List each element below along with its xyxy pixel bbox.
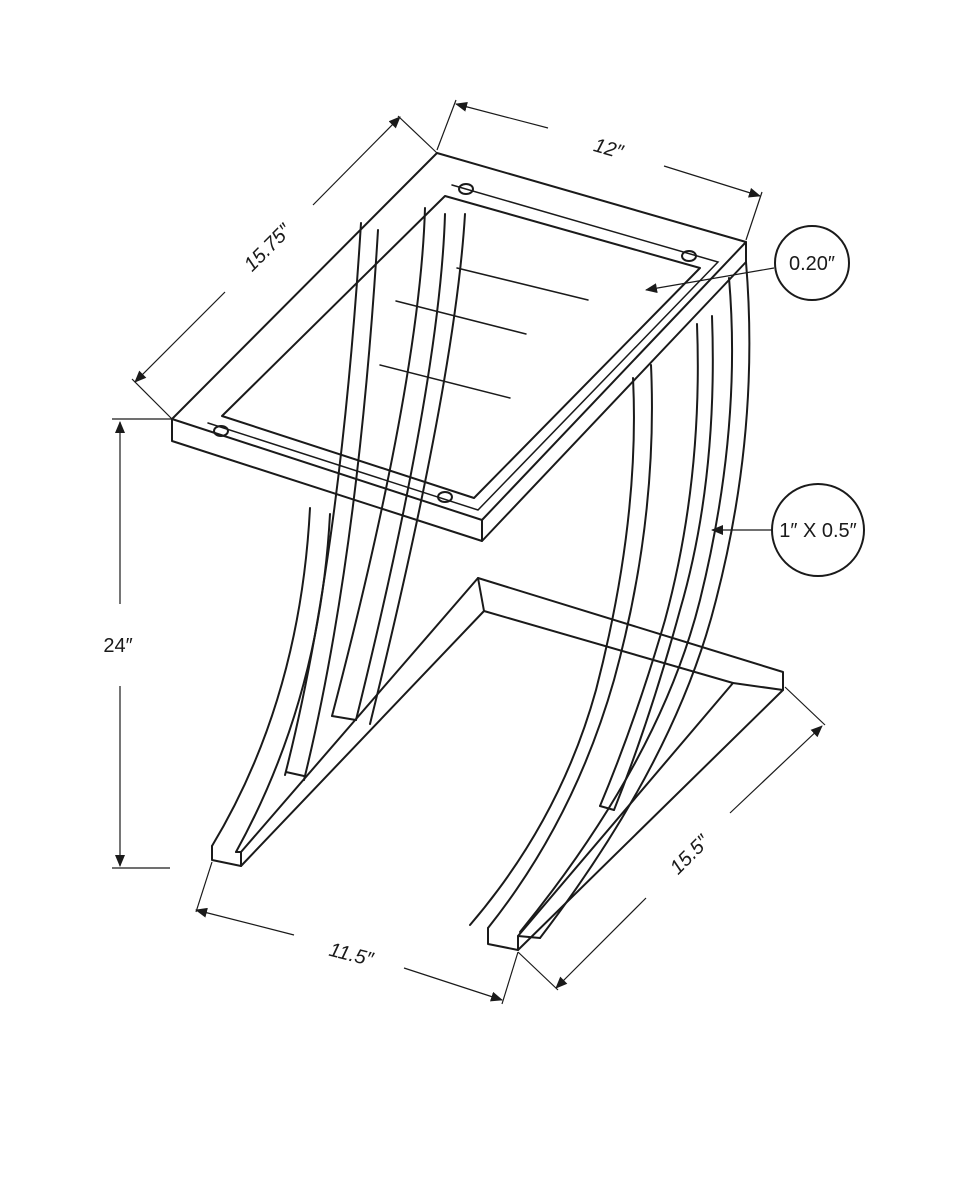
base-frame (240, 577, 784, 951)
top-depth-label: 15.75″ (240, 219, 297, 276)
dim-tube-size: 1″ X 0.5″ (711, 483, 865, 577)
dim-base-width: 11.5″ (195, 861, 519, 1005)
top-width-label: 12″ (591, 134, 626, 163)
glass-reflection-lines (379, 267, 589, 399)
base-depth-label: 15.5″ (666, 830, 715, 879)
glass-top (171, 152, 747, 542)
glass-clip-holes (213, 183, 697, 503)
dim-base-depth: 15.5″ (517, 686, 826, 991)
back-legs (284, 207, 466, 781)
dim-top-width: 12″ (436, 99, 763, 241)
glass-thickness-label: 0.20″ (789, 253, 835, 275)
dim-top-depth: 15.75″ (131, 115, 438, 420)
tube-size-label: 1″ X 0.5″ (779, 520, 857, 542)
dim-glass-thickness: 0.20″ (645, 225, 850, 301)
base-width-label: 11.5″ (327, 939, 376, 971)
height-label: 24″ (103, 635, 132, 657)
front-legs (211, 261, 751, 951)
dim-height: 24″ (103, 418, 172, 869)
